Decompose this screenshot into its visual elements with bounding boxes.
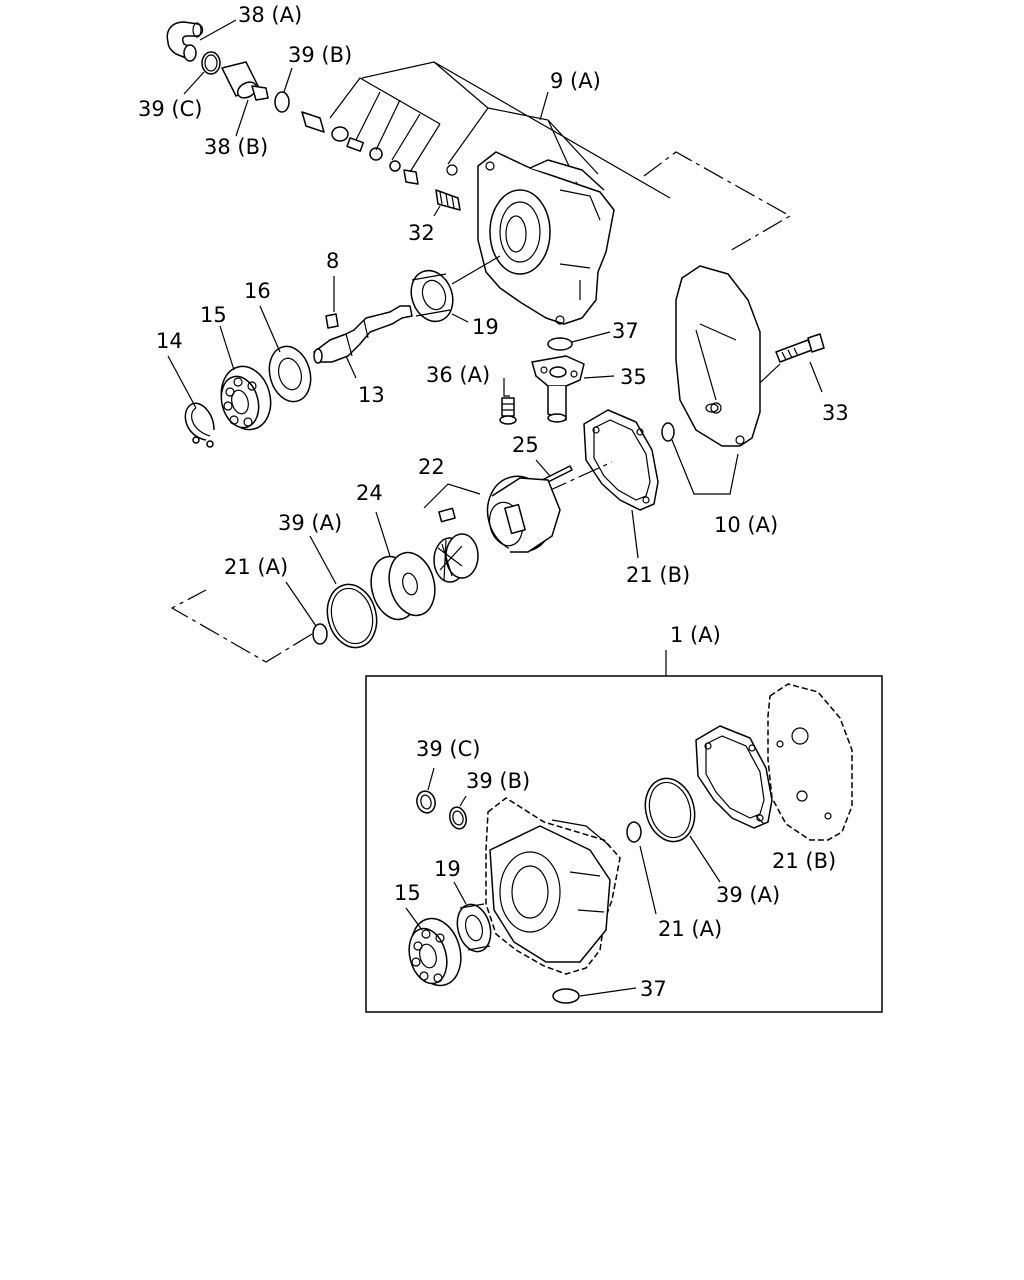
label-36a: 36 (A)	[426, 363, 490, 387]
kit-housing	[485, 797, 621, 975]
kit-label-39b: 39 (B)	[466, 769, 530, 793]
label-21a: 21 (A)	[224, 555, 288, 579]
washer-part	[661, 422, 675, 442]
bolt-33-part	[775, 333, 825, 363]
bearing-19-part	[410, 269, 454, 323]
o-ring-39a-part	[326, 583, 378, 649]
label-19: 19	[472, 315, 499, 339]
kit-rear-cover	[767, 683, 853, 841]
kit-bearing-19	[456, 903, 492, 953]
rear-cover-10a-part	[675, 265, 761, 447]
label-9a: 9 (A)	[550, 69, 601, 93]
kit-label-21a: 21 (A)	[658, 917, 722, 941]
kit-label-39c: 39 (C)	[416, 737, 480, 761]
o-ring-37-part	[547, 337, 573, 351]
label-16: 16	[244, 279, 271, 303]
elbow-fitting-part	[166, 21, 204, 62]
kit-o-ring-39a	[644, 777, 696, 843]
valve-assembly-part	[301, 111, 419, 185]
label-24: 24	[356, 481, 383, 505]
cam-ring-part	[486, 475, 561, 553]
vane-22-part	[423, 483, 481, 523]
washer-16-part	[268, 345, 312, 403]
label-8: 8	[326, 249, 339, 273]
label-37: 37	[612, 319, 639, 343]
part-labels: 38 (A) 39 (B) 39 (C) 38 (B) 9 (A) 32 8 1…	[138, 3, 849, 1001]
label-21b: 21 (B)	[626, 563, 690, 587]
kit-label-21b: 21 (B)	[772, 849, 836, 873]
kit-ball-bearing-15	[408, 917, 462, 987]
label-32: 32	[408, 221, 435, 245]
kit-label-39a: 39 (A)	[716, 883, 780, 907]
bolt-36a-part	[499, 378, 517, 425]
label-33: 33	[822, 401, 849, 425]
label-1a: 1 (A)	[670, 623, 721, 647]
kit-label-15: 15	[394, 881, 421, 905]
key-part	[325, 313, 339, 329]
kit-o-ring-39b	[449, 806, 467, 830]
side-plate-24-part	[370, 551, 436, 621]
label-39a: 39 (A)	[278, 511, 342, 535]
label-25: 25	[512, 433, 539, 457]
kit-o-ring-39c	[416, 790, 436, 814]
o-ring-21a-part	[312, 623, 328, 645]
label-35: 35	[620, 365, 647, 389]
stud-part	[435, 189, 461, 211]
ball-bearing-15-part	[220, 365, 272, 431]
shaft-part	[313, 305, 413, 364]
pipe-35-part	[531, 355, 585, 423]
kit-o-ring-37	[552, 988, 580, 1004]
rotor-part	[433, 533, 479, 583]
label-14: 14	[156, 329, 183, 353]
kit-label-37: 37	[640, 977, 667, 1001]
label-15: 15	[200, 303, 227, 327]
kit-gasket-21b	[695, 725, 773, 829]
gasket-21b-part	[583, 409, 659, 511]
connector-part	[221, 61, 269, 101]
label-39b: 39 (B)	[288, 43, 352, 67]
leader-lines	[167, 19, 823, 997]
label-38a: 38 (A)	[238, 3, 302, 27]
label-38b: 38 (B)	[204, 135, 268, 159]
kit-label-19: 19	[434, 857, 461, 881]
kit-box	[365, 675, 883, 1013]
label-22: 22	[418, 455, 445, 479]
label-10a: 10 (A)	[714, 513, 778, 537]
kit-o-ring-21a	[626, 821, 642, 843]
snap-ring-14-part	[184, 402, 215, 448]
label-13: 13	[358, 383, 385, 407]
housing-9a-part	[477, 151, 615, 325]
label-39c: 39 (C)	[138, 97, 202, 121]
o-ring-part	[274, 91, 290, 113]
